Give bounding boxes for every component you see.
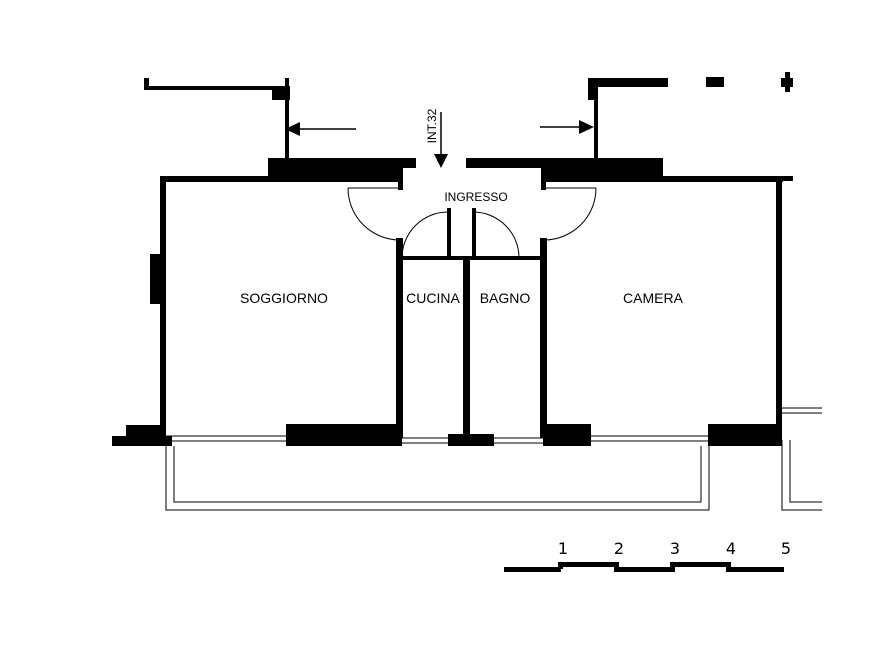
room-label-bath: BAGNO [480,290,531,306]
scale-bar: 1 2 3 4 5 [504,539,791,572]
scale-tick-5: 5 [781,539,791,558]
balcony [165,407,822,511]
windows [166,435,708,444]
door-swings [347,187,597,259]
scale-tick-1: 1 [558,539,568,558]
scale-tick-2: 2 [614,539,624,558]
scale-tick-3: 3 [670,539,680,558]
top-structure [144,72,793,158]
walls [112,158,793,446]
room-label-kitchen: CUCINA [406,290,460,306]
unit-label: INT.32 [425,108,439,143]
room-label-entrance: INGRESSO [444,190,507,204]
section-arrows [285,112,594,168]
scale-tick-4: 4 [726,539,736,558]
room-label-bedroom: CAMERA [623,290,684,306]
room-label-living: SOGGIORNO [240,290,328,306]
